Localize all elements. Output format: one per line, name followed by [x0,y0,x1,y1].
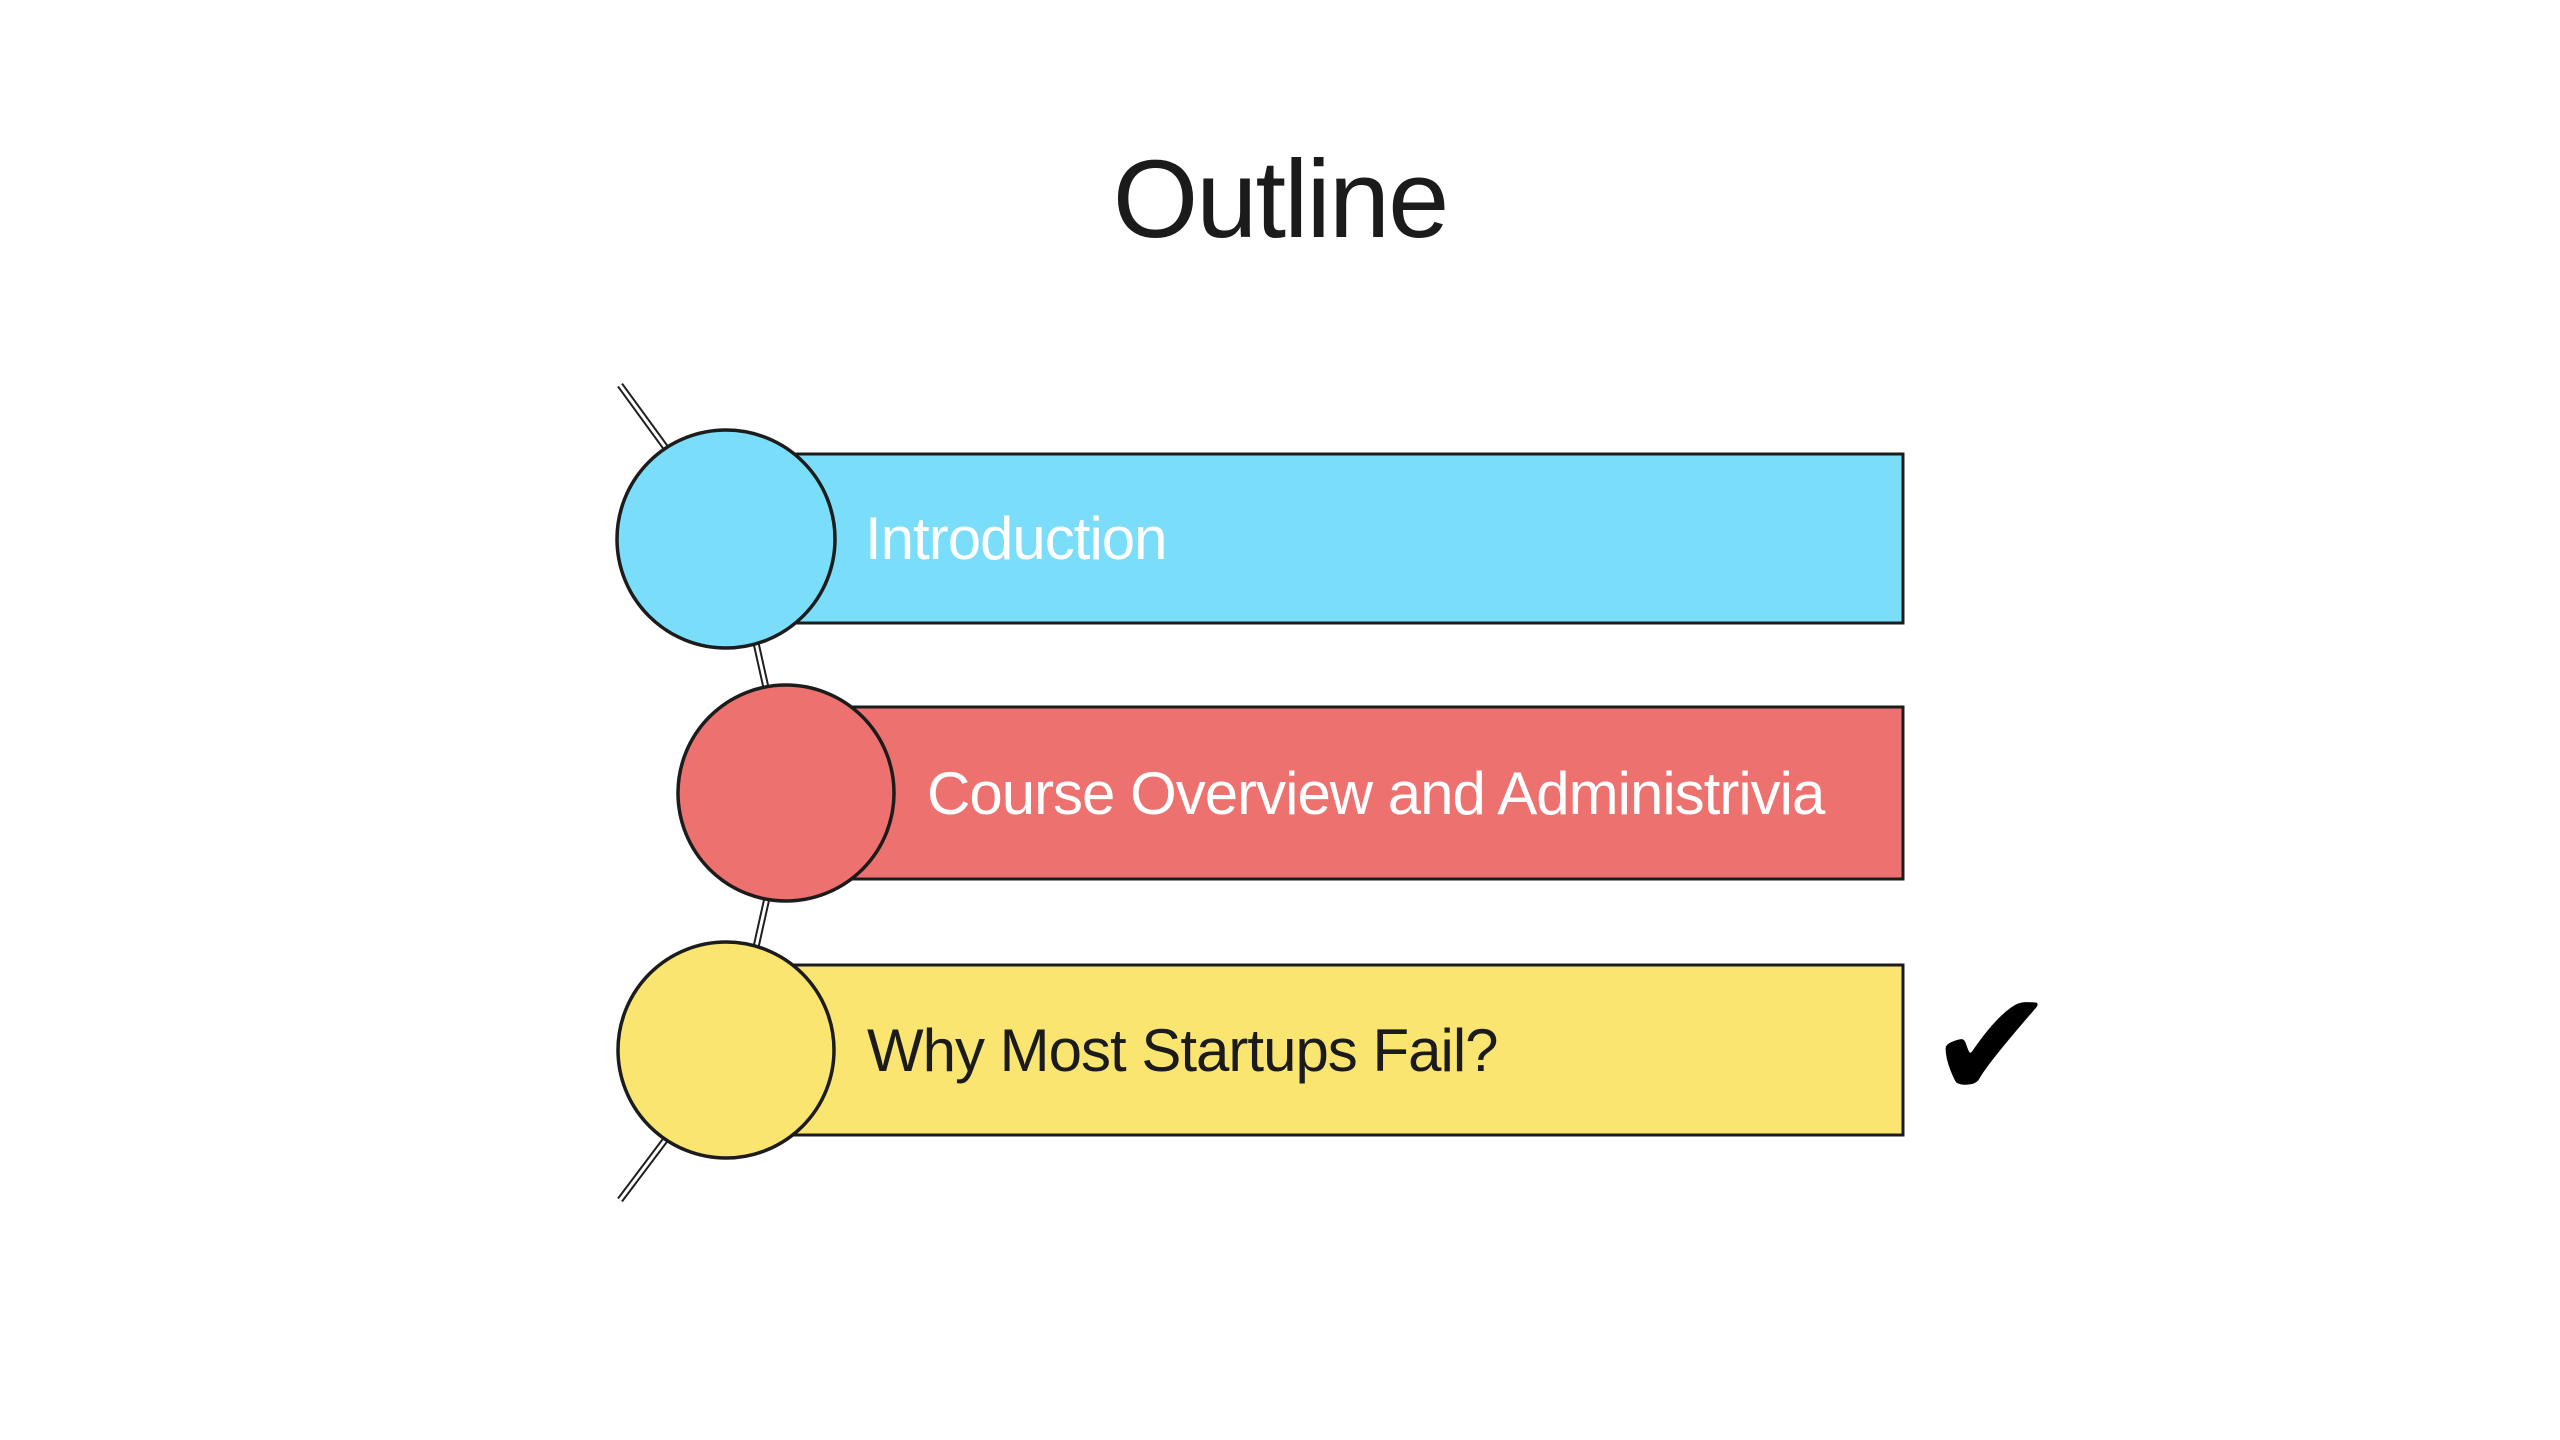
outline-bullet-circle-course-overview [676,683,896,903]
outline-item-course-overview [676,683,1905,903]
slide-title: Outline [1112,138,1450,261]
outline-label-introduction: Introduction [865,505,1168,572]
outline-bullet-circle-why-startups-fail [616,940,836,1160]
outline-item-introduction [615,428,1905,650]
outline-label-why-startups-fail: Why Most Startups Fail? [867,1016,1499,1084]
outline-bar-introduction [731,452,1905,625]
check-icon: ✔ [1928,956,2056,1134]
outline-bullet-circle-introduction [615,428,837,650]
outline-bar-course-overview [788,705,1905,881]
outline-label-course-overview: Course Overview and Administrivia [927,759,1825,827]
outline-item-why-startups-fail [616,940,1905,1160]
